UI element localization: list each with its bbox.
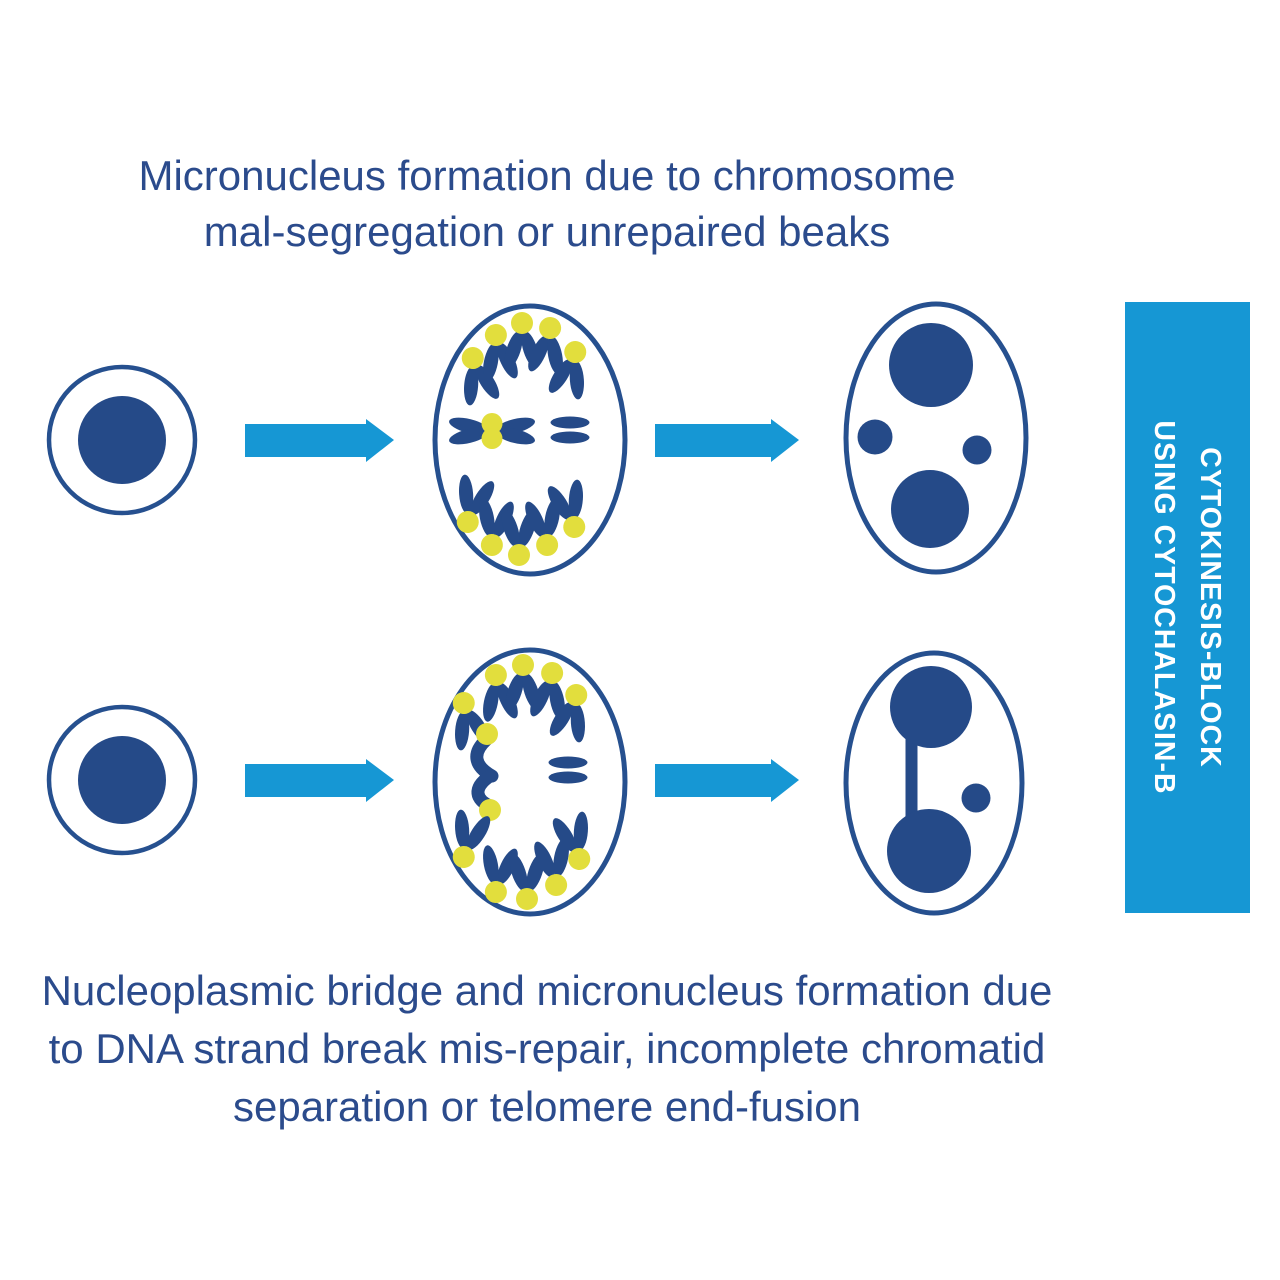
binucleated-cell-with-nucleoplasmic-bridge: [843, 650, 1025, 916]
daughter-nucleus: [890, 666, 972, 748]
chromatin-bridge-icon: [470, 723, 501, 821]
micronucleus: [857, 419, 893, 455]
cytokinesis-block-banner: CYTOKINESIS-BLOCK USING CYTOCHALASIN-B: [1125, 302, 1250, 913]
bottom-caption: Nucleoplasmic bridge and micronucleus fo…: [0, 962, 1094, 1136]
arrow-right-icon: [655, 419, 799, 462]
top-caption-line: mal-segregation or unrepaired beaks: [203, 208, 891, 255]
anaphase-cell-mal-segregation: [432, 303, 628, 577]
daughter-nucleus: [889, 323, 973, 407]
arrow-right-icon: [655, 759, 799, 802]
nucleoplasmic-bridge-icon: [905, 735, 918, 825]
top-caption-line: Micronucleus formation due to chromosome: [138, 152, 956, 199]
top-caption: Micronucleus formation due to chromosome…: [0, 148, 1094, 260]
banner-rotated-text: CYTOKINESIS-BLOCK USING CYTOCHALASIN-B: [1125, 302, 1250, 913]
micronucleus: [961, 783, 991, 813]
bottom-caption-line: separation or telomere end-fusion: [232, 1083, 862, 1130]
nucleus: [78, 396, 166, 484]
row-mal-segregation: [46, 301, 1029, 577]
bottom-caption-line: to DNA strand break mis-repair, incomple…: [48, 1025, 1046, 1072]
interphase-cell: [46, 364, 198, 516]
micronucleus: [962, 435, 992, 465]
daughter-nucleus: [891, 470, 969, 548]
anaphase-cell-chromatin-bridge: [432, 647, 628, 917]
banner-line: CYTOKINESIS-BLOCK: [1194, 447, 1227, 768]
banner-line: USING CYTOCHALASIN-B: [1148, 420, 1181, 795]
binucleated-cell-with-micronuclei: [843, 301, 1029, 575]
interphase-cell: [46, 704, 198, 856]
row-nucleoplasmic-bridge: [46, 647, 1025, 917]
bottom-caption-line: Nucleoplasmic bridge and micronucleus fo…: [41, 967, 1053, 1014]
arrow-right-icon: [245, 419, 394, 462]
arrow-right-icon: [245, 759, 394, 802]
nucleus: [78, 736, 166, 824]
daughter-nucleus: [887, 809, 971, 893]
